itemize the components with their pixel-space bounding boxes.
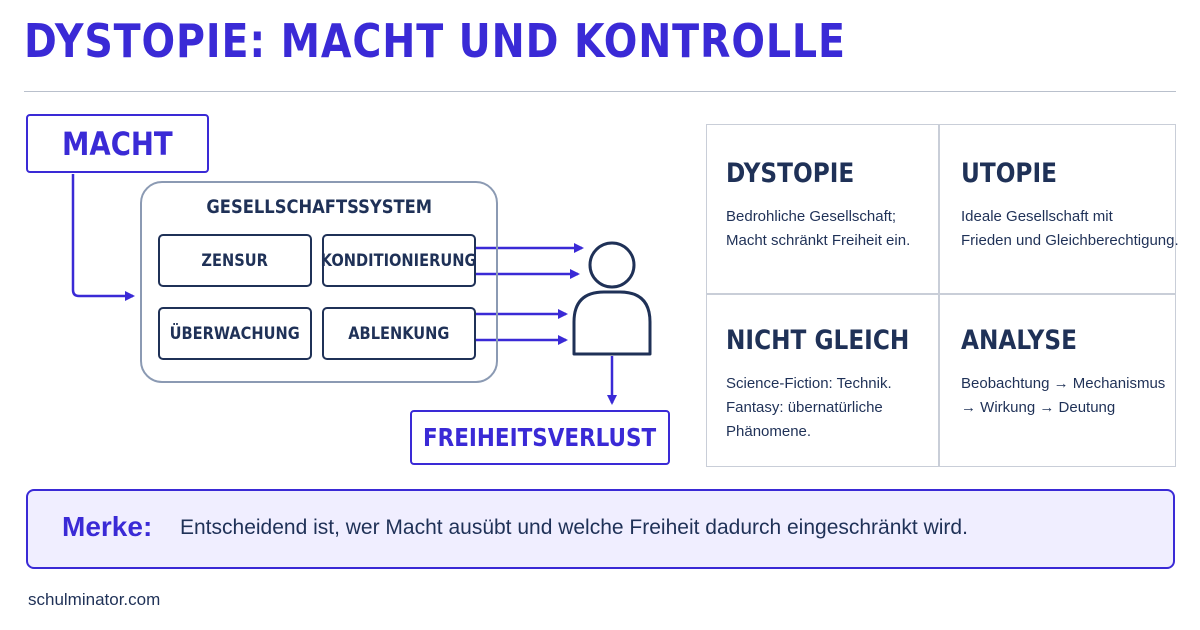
person-icon — [572, 241, 652, 356]
title-divider — [24, 91, 1176, 92]
mechanism-ablenkung: ABLENKUNG — [322, 307, 476, 360]
grid-cell-analyse: ANALYSE Beobachtung → Mechanismus→ Wirku… — [961, 325, 1191, 420]
gesellschaftssystem-label: GESELLSCHAFTSSYSTEM — [206, 196, 432, 218]
cell-title: ANALYSE — [961, 325, 1077, 356]
grid-divider-vertical — [938, 124, 940, 467]
mechanism-konditionierung: KONDITIONIERUNG — [321, 234, 477, 287]
footer-source: schulminator.com — [28, 590, 161, 609]
arrow-macht-to-system — [71, 174, 135, 301]
cell-title: DYSTOPIE — [726, 158, 855, 189]
cell-text: Beobachtung → Mechanismus→ Wirkung → Deu… — [961, 375, 1166, 416]
merke-label: Merke: — [62, 511, 153, 542]
page-title: DYSTOPIE: MACHT UND KONTROLLE — [24, 14, 846, 68]
cell-title: NICHT GLEICH — [726, 325, 910, 356]
grid-divider-horizontal — [706, 293, 1176, 295]
info-grid — [706, 124, 1176, 467]
macht-box: MACHT — [26, 114, 209, 173]
grid-cell-dystopie: DYSTOPIE Bedrohliche Gesellschaft;Macht … — [726, 158, 956, 253]
cell-title: UTOPIE — [961, 158, 1057, 189]
cell-text: Science-Fiction: Technik.Fantasy: überna… — [726, 375, 892, 440]
mechanism-ueberwachung: ÜBERWACHUNG — [158, 307, 312, 360]
merke-text: Entscheidend ist, wer Macht ausübt und w… — [180, 516, 968, 539]
cell-text: Bedrohliche Gesellschaft;Macht schränkt … — [726, 208, 911, 249]
macht-label: MACHT — [62, 124, 173, 163]
freiheitsverlust-box: FREIHEITSVERLUST — [410, 410, 670, 465]
mechanism-zensur: ZENSUR — [158, 234, 312, 287]
freiheitsverlust-label: FREIHEITSVERLUST — [423, 423, 657, 452]
gesellschaftssystem-container — [140, 181, 498, 383]
merke-callout — [26, 489, 1175, 569]
grid-cell-nicht-gleich: NICHT GLEICH Science-Fiction: Technik.Fa… — [726, 325, 956, 444]
